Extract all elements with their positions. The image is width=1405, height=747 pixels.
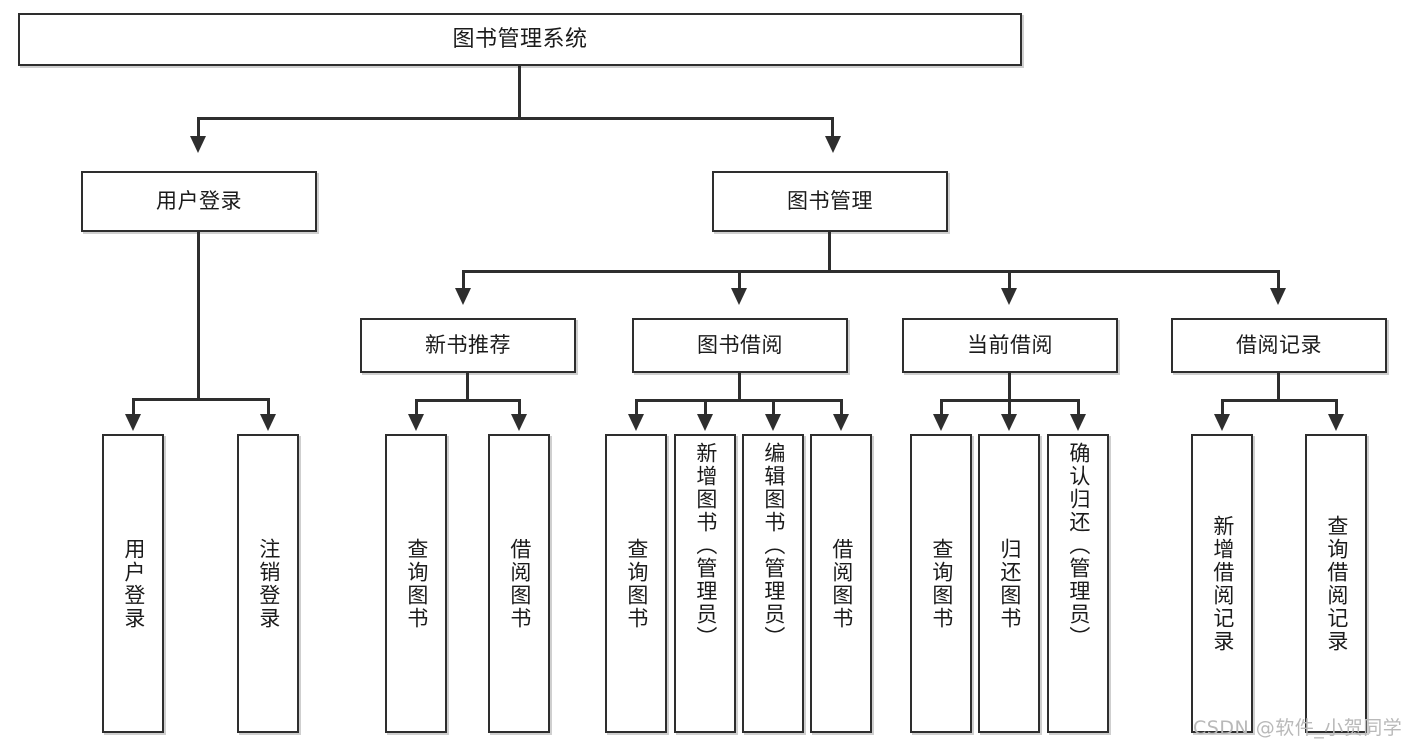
connector-user-login-to-leaf-2 xyxy=(267,398,270,416)
connector-bb-to-leaf-4 xyxy=(840,399,843,416)
leaf-query-borrow-record[interactable]: 查询借阅记录 xyxy=(1305,434,1367,733)
connector-user-login-bus xyxy=(132,398,270,401)
leaf-label: 新增借阅记录 xyxy=(1210,514,1235,653)
node-label: 图书管理 xyxy=(787,189,873,214)
arrowhead-bb-leaf-1 xyxy=(628,414,644,431)
connector-cb-to-leaf-2 xyxy=(1008,399,1011,416)
leaf-logout[interactable]: 注销登录 xyxy=(237,434,299,733)
arrowhead-cb-leaf-2 xyxy=(1001,414,1017,431)
leaf-label: 确认归还（管理员） xyxy=(1066,442,1091,649)
leaf-label: 注销登录 xyxy=(256,537,281,630)
connector-current-borrow-stem xyxy=(1008,373,1011,401)
connector-user-login-stem xyxy=(197,232,200,400)
arrowhead-bb-leaf-2 xyxy=(697,414,713,431)
leaf-label: 编辑图书（管理员） xyxy=(761,442,786,649)
node-label: 新书推荐 xyxy=(425,333,511,358)
leaf-query-book-nbr[interactable]: 查询图书 xyxy=(385,434,447,733)
node-book-management[interactable]: 图书管理 xyxy=(712,171,948,232)
leaf-add-book-admin[interactable]: 新增图书（管理员） xyxy=(674,434,736,733)
connector-new-book-rec-bus xyxy=(415,399,521,402)
arrowhead-cb-leaf-1 xyxy=(933,414,949,431)
connector-nbr-to-leaf-2 xyxy=(518,399,521,416)
arrowhead-root-to-book-management xyxy=(825,136,841,153)
node-book-borrow[interactable]: 图书借阅 xyxy=(632,318,848,373)
node-label: 当前借阅 xyxy=(967,333,1053,358)
connector-book-management-bus xyxy=(462,270,1280,273)
connector-br-to-leaf-2 xyxy=(1335,399,1338,416)
node-root-book-management-system[interactable]: 图书管理系统 xyxy=(18,13,1022,66)
leaf-label: 借阅图书 xyxy=(829,537,854,630)
connector-nbr-to-leaf-1 xyxy=(415,399,418,416)
connector-book-borrow-stem xyxy=(738,373,741,401)
leaf-return-book[interactable]: 归还图书 xyxy=(978,434,1040,733)
leaf-label: 新增图书（管理员） xyxy=(693,442,718,649)
connector-br-to-leaf-1 xyxy=(1221,399,1224,416)
leaf-label: 查询图书 xyxy=(929,537,954,630)
connector-bm-to-book-borrow xyxy=(738,270,741,290)
arrowhead-bb-leaf-3 xyxy=(765,414,781,431)
connector-cb-to-leaf-3 xyxy=(1077,399,1080,416)
arrowhead-bm-new-book-rec xyxy=(455,288,471,305)
connector-root-stem xyxy=(518,66,521,119)
leaf-label: 用户登录 xyxy=(121,537,146,630)
arrowhead-bm-book-borrow xyxy=(731,288,747,305)
connector-root-bus xyxy=(197,117,834,120)
arrowhead-bm-current-borrow xyxy=(1001,288,1017,305)
arrowhead-nbr-leaf-1 xyxy=(408,414,424,431)
connector-bm-to-new-book-rec xyxy=(462,270,465,290)
leaf-label: 归还图书 xyxy=(997,537,1022,630)
connector-bm-to-borrow-record xyxy=(1277,270,1280,290)
arrowhead-user-login-leaf-2 xyxy=(260,414,276,431)
arrowhead-bb-leaf-4 xyxy=(833,414,849,431)
connector-cb-to-leaf-1 xyxy=(940,399,943,416)
node-label: 借阅记录 xyxy=(1236,333,1322,358)
connector-bm-to-current-borrow xyxy=(1008,270,1011,290)
connector-user-login-to-leaf-1 xyxy=(132,398,135,416)
arrowhead-bm-borrow-record xyxy=(1270,288,1286,305)
connector-new-book-rec-stem xyxy=(466,373,469,401)
connector-book-management-stem xyxy=(828,232,831,272)
leaf-label: 查询图书 xyxy=(404,537,429,630)
connector-bb-to-leaf-1 xyxy=(635,399,638,416)
connector-bb-to-leaf-2 xyxy=(704,399,707,416)
arrowhead-br-leaf-1 xyxy=(1214,414,1230,431)
node-label: 用户登录 xyxy=(156,189,242,214)
node-user-login[interactable]: 用户登录 xyxy=(81,171,317,232)
arrowhead-root-to-user-login xyxy=(190,136,206,153)
arrowhead-cb-leaf-3 xyxy=(1070,414,1086,431)
connector-root-to-user-login xyxy=(197,117,200,139)
connector-borrow-record-bus xyxy=(1221,399,1338,402)
leaf-borrow-book-bb[interactable]: 借阅图书 xyxy=(810,434,872,733)
connector-bb-to-leaf-3 xyxy=(772,399,775,416)
leaf-label: 查询借阅记录 xyxy=(1324,514,1349,653)
leaf-add-borrow-record[interactable]: 新增借阅记录 xyxy=(1191,434,1253,733)
node-new-book-recommendation[interactable]: 新书推荐 xyxy=(360,318,576,373)
node-label: 图书借阅 xyxy=(697,333,783,358)
connector-borrow-record-stem xyxy=(1277,373,1280,401)
leaf-query-book-bb[interactable]: 查询图书 xyxy=(605,434,667,733)
arrowhead-br-leaf-2 xyxy=(1328,414,1344,431)
node-label: 图书管理系统 xyxy=(452,26,588,52)
leaf-label: 借阅图书 xyxy=(507,537,532,630)
leaf-user-login[interactable]: 用户登录 xyxy=(102,434,164,733)
arrowhead-nbr-leaf-2 xyxy=(511,414,527,431)
connector-book-borrow-bus xyxy=(635,399,843,402)
leaf-label: 查询图书 xyxy=(624,537,649,630)
leaf-confirm-return-admin[interactable]: 确认归还（管理员） xyxy=(1047,434,1109,733)
leaf-borrow-book-nbr[interactable]: 借阅图书 xyxy=(488,434,550,733)
leaf-query-book-cb[interactable]: 查询图书 xyxy=(910,434,972,733)
leaf-edit-book-admin[interactable]: 编辑图书（管理员） xyxy=(742,434,804,733)
node-current-borrow[interactable]: 当前借阅 xyxy=(902,318,1118,373)
node-borrow-record[interactable]: 借阅记录 xyxy=(1171,318,1387,373)
arrowhead-user-login-leaf-1 xyxy=(125,414,141,431)
connector-root-to-book-management xyxy=(831,117,834,139)
